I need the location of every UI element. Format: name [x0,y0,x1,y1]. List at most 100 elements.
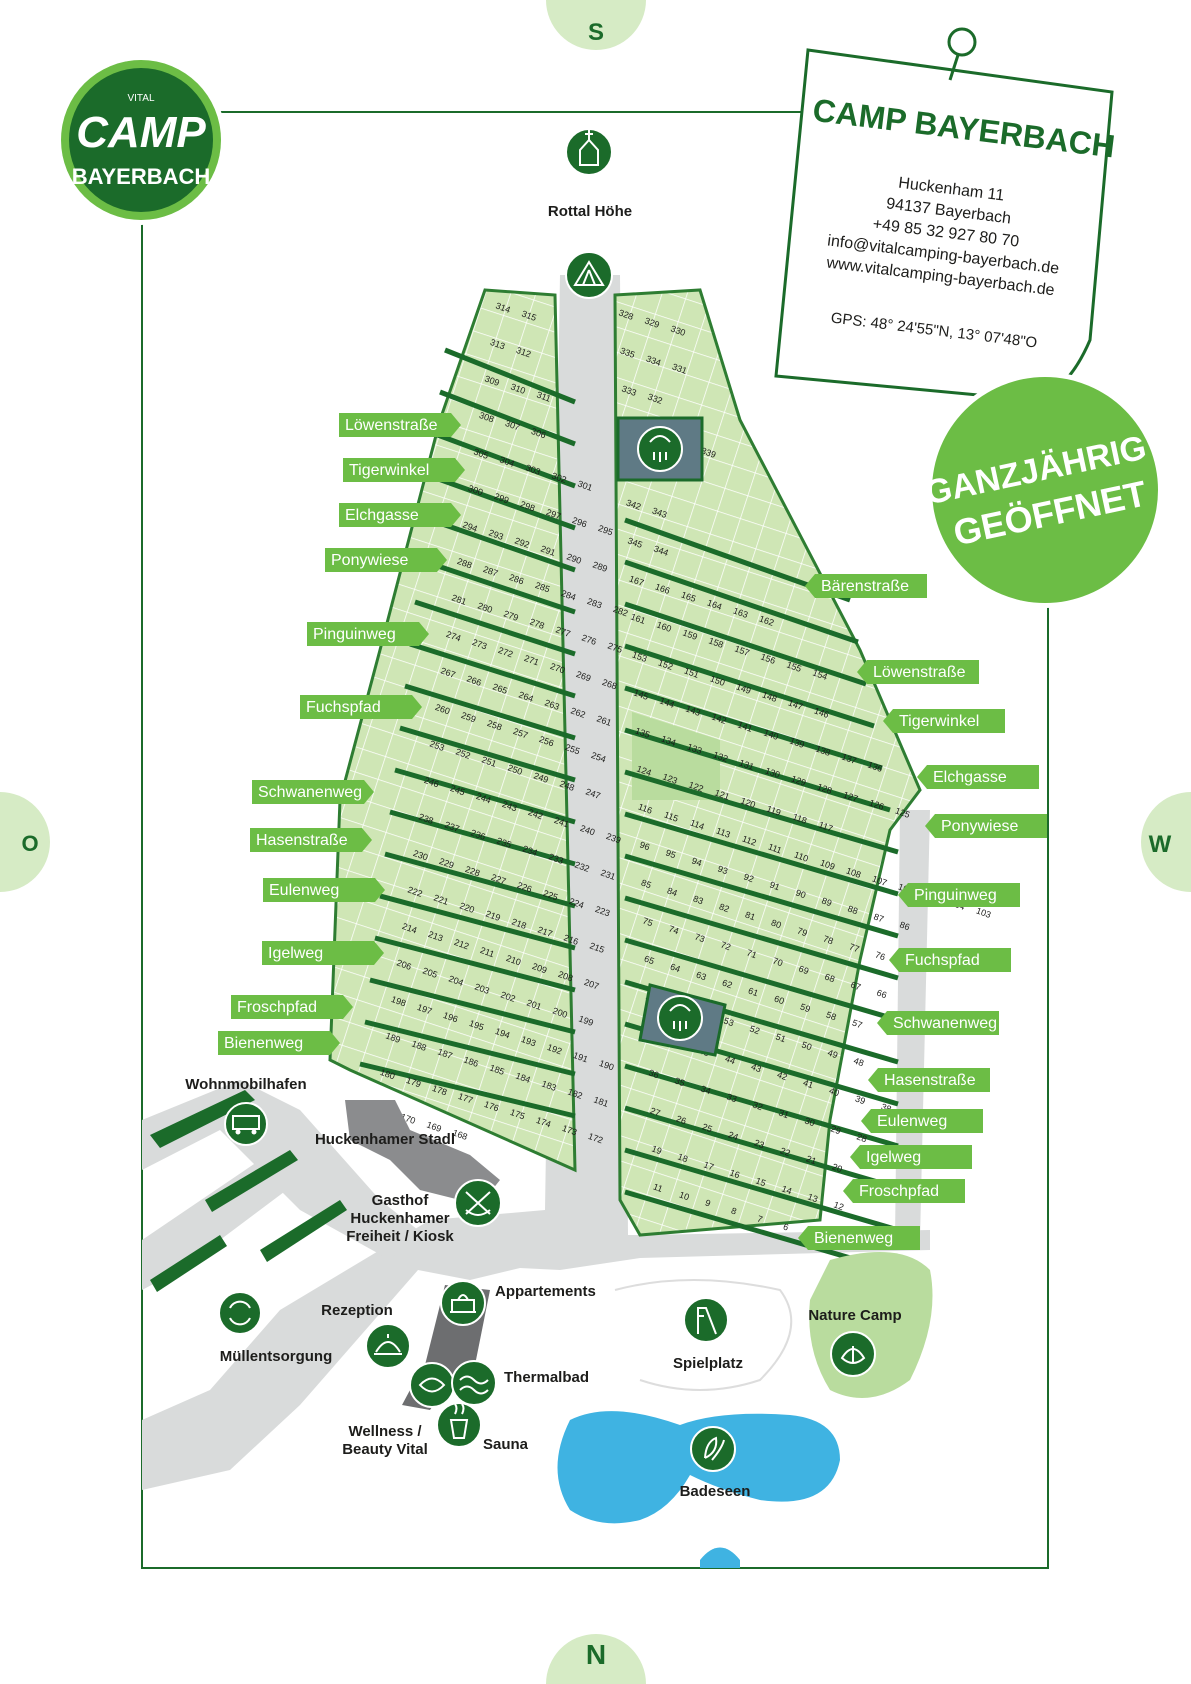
plot-number[interactable]: 13 [806,1191,819,1204]
plot-number[interactable]: 134 [660,733,678,748]
plot-number[interactable]: 115 [663,809,680,823]
plot-number[interactable]: 209 [531,961,549,976]
plot-number[interactable]: 108 [845,865,863,880]
plot-number[interactable]: 274 [445,629,463,644]
plot-number[interactable]: 245 [449,783,467,798]
plot-number[interactable]: 262 [569,705,587,720]
plot-number[interactable]: 223 [594,904,612,919]
plot-number[interactable]: 28 [855,1131,868,1144]
plot-number[interactable]: 191 [572,1050,590,1065]
plot-number[interactable]: 40 [828,1085,841,1098]
plot-number[interactable]: 225 [542,888,560,903]
plot-number[interactable]: 52 [748,1023,761,1036]
badeseen-icon[interactable] [690,1426,736,1472]
plot-number[interactable]: 162 [758,613,776,628]
plot-number[interactable]: 11 [652,1181,664,1194]
plot-number[interactable]: 193 [520,1034,538,1049]
plot-number[interactable]: 219 [484,908,502,923]
plot-number[interactable]: 34 [699,1083,712,1096]
plot-number[interactable]: 305 [472,446,490,461]
plot-number[interactable]: 48 [852,1055,865,1068]
plot-number[interactable]: 169 [425,1119,443,1134]
plot-number[interactable]: 156 [759,651,777,666]
plot-number[interactable]: 153 [631,649,649,664]
plot-number[interactable]: 334 [645,353,663,368]
plot-number[interactable]: 175 [509,1107,527,1122]
plot-number[interactable]: 230 [412,848,430,863]
plot-number[interactable]: 242 [527,807,545,822]
plot-number[interactable]: 330 [669,323,687,338]
plot-number[interactable]: 332 [646,391,664,406]
plot-number[interactable]: 42 [776,1069,789,1082]
plot-number[interactable]: 249 [532,770,550,785]
plot-number[interactable]: 268 [601,677,619,692]
plot-number[interactable]: 304 [498,454,516,469]
plot-number[interactable]: 212 [453,937,471,952]
plot-number[interactable]: 84 [666,885,679,898]
plot-number[interactable]: 167 [628,573,646,588]
plot-number[interactable]: 179 [405,1075,423,1090]
plot-number[interactable]: 307 [504,418,522,433]
plot-number[interactable]: 236 [469,827,487,842]
plot-number[interactable]: 73 [693,931,706,944]
plot-number[interactable]: 213 [427,929,445,944]
plot-number[interactable]: 303 [524,462,542,477]
plot-number[interactable]: 79 [796,925,809,938]
plot-number[interactable]: 310 [509,381,527,396]
plot-number[interactable]: 140 [762,727,780,742]
plot-number[interactable]: 72 [719,939,732,952]
plot-number[interactable]: 292 [513,535,531,550]
plot-number[interactable]: 195 [468,1018,486,1033]
plot-number[interactable]: 194 [494,1026,512,1041]
plot-number[interactable]: 144 [658,695,676,710]
plot-number[interactable]: 110 [793,849,810,863]
plot-number[interactable]: 57 [851,1017,864,1030]
plot-number[interactable]: 125 [894,805,912,820]
plot-number[interactable]: 328 [617,307,635,322]
plot-number[interactable]: 39 [854,1093,867,1106]
appartements-icon[interactable] [440,1280,486,1326]
plot-number[interactable]: 112 [741,833,758,847]
plot-number[interactable]: 200 [551,1005,569,1020]
plot-number[interactable]: 246 [423,775,441,790]
plot-number[interactable]: 131 [738,757,756,772]
plot-number[interactable]: 286 [508,572,526,587]
plot-number[interactable]: 345 [626,535,644,550]
plot-number[interactable]: 248 [558,778,576,793]
wellness-icon[interactable] [409,1362,455,1408]
plot-number[interactable]: 91 [768,879,781,892]
restaurant-icon[interactable] [454,1179,502,1227]
plot-number[interactable]: 135 [634,725,652,740]
plot-number[interactable]: 202 [499,989,517,1004]
plot-number[interactable]: 8 [730,1205,738,1216]
rezeption-icon[interactable] [365,1323,411,1369]
plot-number[interactable]: 161 [629,611,647,626]
plot-number[interactable]: 218 [510,916,528,931]
plot-number[interactable]: 92 [742,871,755,884]
plot-number[interactable]: 260 [434,702,452,717]
plot-number[interactable]: 95 [664,847,677,860]
plot-number[interactable]: 96 [638,839,651,852]
plot-number[interactable]: 309 [483,373,501,388]
plot-number[interactable]: 250 [506,762,524,777]
plot-number[interactable]: 136 [866,759,884,774]
plot-number[interactable]: 229 [438,856,456,871]
plot-number[interactable]: 299 [493,491,511,506]
plot-number[interactable]: 19 [650,1143,663,1156]
plot-number[interactable]: 58 [825,1009,838,1022]
plot-number[interactable]: 184 [514,1070,532,1085]
plot-number[interactable]: 235 [495,835,513,850]
plot-number[interactable]: 143 [684,703,702,718]
plot-number[interactable]: 138 [814,743,832,758]
plot-number[interactable]: 298 [519,499,537,514]
plot-number[interactable]: 198 [390,994,408,1009]
plot-number[interactable]: 142 [710,711,728,726]
plot-number[interactable]: 258 [486,718,504,733]
plot-number[interactable]: 49 [826,1047,839,1060]
plot-number[interactable]: 284 [560,588,578,603]
plot-number[interactable]: 217 [536,924,554,939]
plot-number[interactable]: 224 [568,896,586,911]
plot-number[interactable]: 117 [817,819,834,833]
plot-number[interactable]: 124 [635,763,653,778]
plot-number[interactable]: 129 [790,773,808,788]
